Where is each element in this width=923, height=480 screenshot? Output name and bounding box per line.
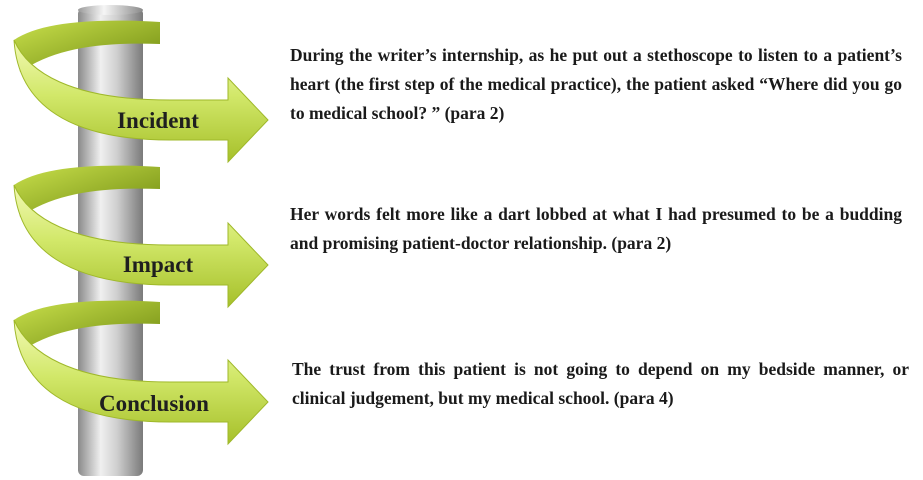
arrow-incident: Incident: [13, 20, 269, 164]
stage-label-impact: Impact: [123, 252, 194, 277]
stage-description-impact: Her words felt more like a dart lobbed a…: [290, 204, 902, 253]
stage-label-conclusion: Conclusion: [99, 391, 209, 416]
stage-description-conclusion: The trust from this patient is not going…: [292, 359, 909, 408]
stage-label-incident: Incident: [117, 108, 199, 133]
stage-description-incident: During the writer’s internship, as he pu…: [290, 45, 902, 123]
arrow-impact: Impact: [13, 165, 269, 309]
arrow-conclusion: Conclusion: [13, 300, 269, 446]
